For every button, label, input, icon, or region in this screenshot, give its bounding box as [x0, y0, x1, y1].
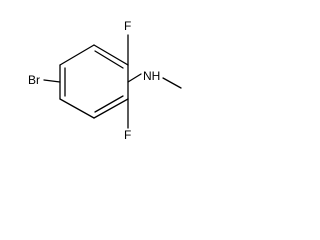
amine-label: NH: [143, 69, 160, 83]
bromine-label: Br: [28, 73, 40, 87]
ring-bond-top-left: [59, 44, 95, 66]
fluorine-top-label: F: [124, 19, 131, 33]
amine-bond: [127, 73, 142, 83]
ring-bond-bottom-right: [93, 98, 129, 119]
benzene-ring: [59, 44, 129, 119]
molecule-structure: Br F F NH: [28, 19, 182, 142]
ring-bond-bottom-left: [59, 98, 95, 119]
bromine-bond: [43, 79, 61, 83]
ring-double-bond-bottom-right: [94, 95, 124, 113]
fluorine-bottom-label: F: [124, 128, 131, 142]
ring-bond-top-right: [93, 44, 129, 66]
methyl-bond: [162, 77, 182, 89]
ring-double-bond-top-right: [94, 50, 124, 69]
